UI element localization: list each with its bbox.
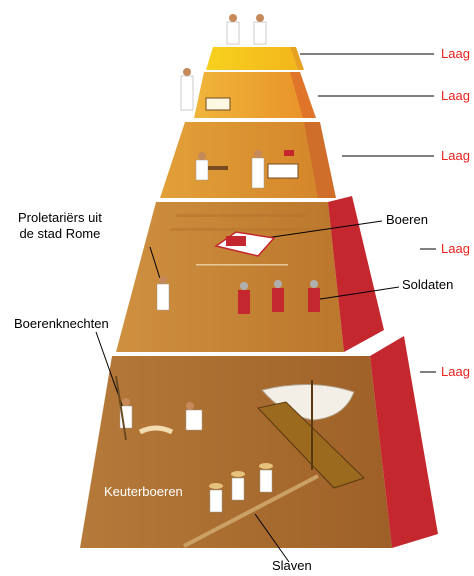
label-boerenknechten: Boerenknechten bbox=[14, 316, 109, 332]
tier-3 bbox=[160, 122, 336, 198]
label-proletariers-line1: Proletariërs uit bbox=[18, 210, 102, 226]
figures-top bbox=[227, 14, 266, 44]
label-boeren: Boeren bbox=[386, 212, 428, 228]
layer-label-3: Laag bbox=[441, 148, 470, 164]
layer-label-4: Laag bbox=[441, 241, 470, 257]
tier-1 bbox=[206, 47, 304, 70]
label-keuterboeren: Keuterboeren bbox=[104, 484, 183, 500]
tier-4 bbox=[116, 196, 384, 352]
layer-label-5: Laag bbox=[441, 364, 470, 380]
label-proletariers-line2: de stad Rome bbox=[18, 226, 102, 242]
layer-label-2: Laag bbox=[441, 88, 470, 104]
label-slaven: Slaven bbox=[272, 558, 312, 574]
label-soldaten: Soldaten bbox=[402, 277, 453, 293]
tier-5 bbox=[80, 336, 438, 548]
layer-label-1: Laag bbox=[441, 46, 470, 62]
label-proletariers: Proletariërs uit de stad Rome bbox=[18, 210, 102, 242]
tier-2 bbox=[194, 72, 316, 118]
